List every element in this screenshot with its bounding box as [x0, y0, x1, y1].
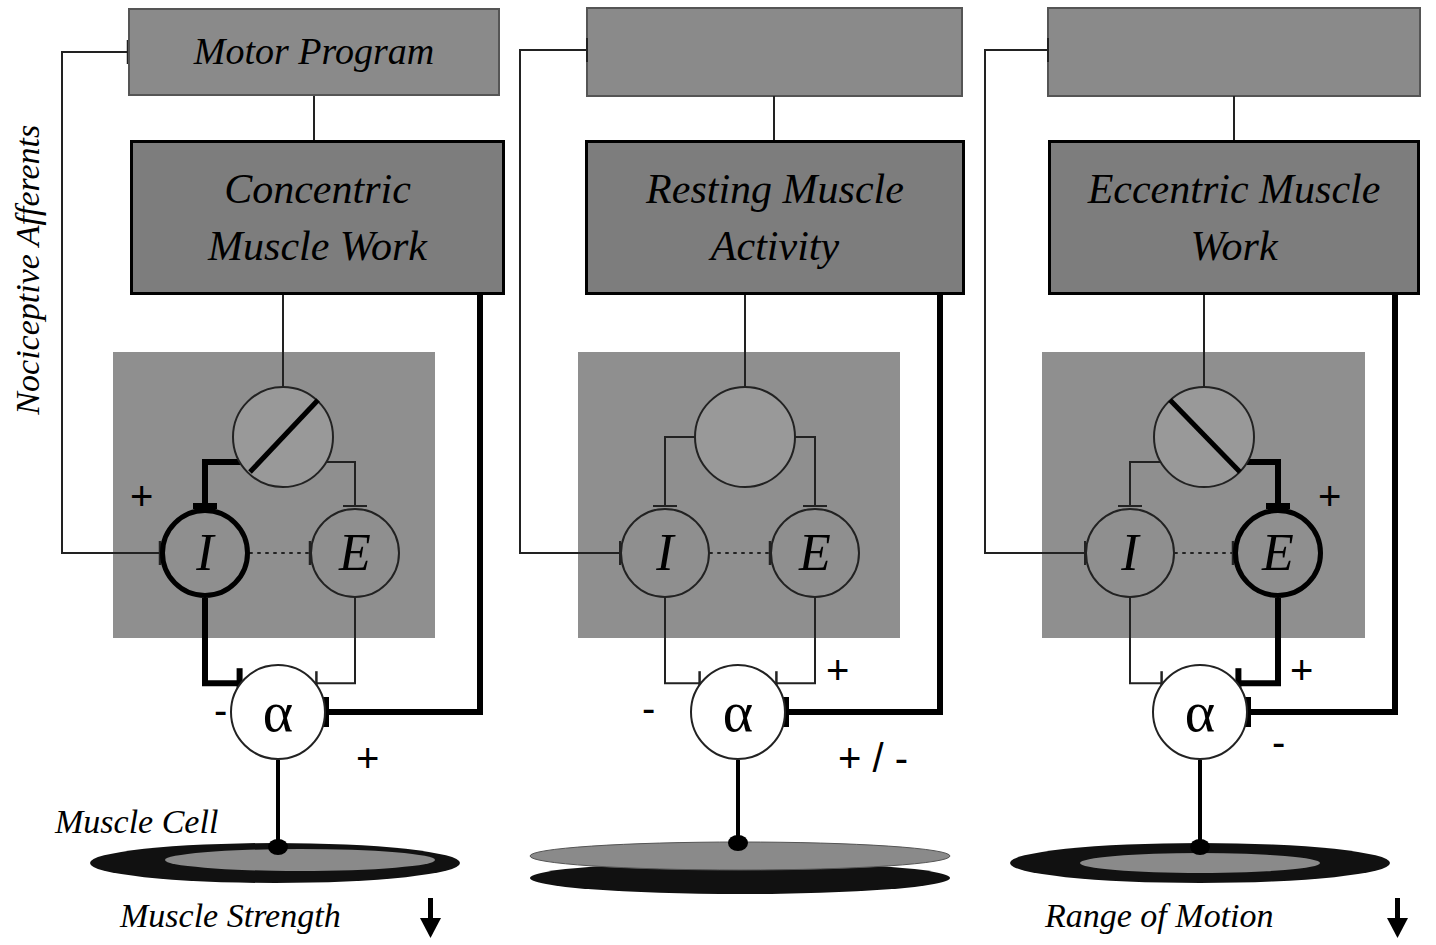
- muscle-cell: [1080, 853, 1320, 873]
- connector: [1130, 598, 1162, 695]
- program-box: Motor Program: [128, 8, 500, 96]
- node-text: I: [656, 527, 673, 579]
- node-text: α: [1185, 683, 1215, 741]
- connector: [62, 40, 160, 565]
- node-text: Motor Program: [194, 31, 434, 73]
- endplate: [268, 839, 288, 855]
- connector: [1175, 541, 1233, 565]
- motoneuron: α: [230, 664, 326, 760]
- work-box: Concentric Muscle Work: [130, 140, 505, 295]
- sign-label: +: [1318, 476, 1341, 516]
- spinal-panel: [578, 352, 900, 638]
- connector: [776, 598, 815, 695]
- work-box: Resting Muscle Activity: [585, 140, 965, 295]
- wires: [193, 38, 1290, 565]
- connector-line: [62, 52, 160, 553]
- interneuron: I: [1085, 508, 1175, 598]
- work-box: Eccentric Muscle Work: [1048, 140, 1420, 295]
- program-box: [1048, 8, 1420, 96]
- connector: [665, 598, 700, 695]
- sign-label: + / -: [838, 738, 908, 778]
- node-text: I: [1121, 527, 1138, 579]
- endplate: [1190, 839, 1210, 855]
- interneuron: I: [160, 508, 250, 598]
- decrease-arrow: [420, 898, 1408, 938]
- node-text: Resting Muscle Activity: [625, 161, 925, 274]
- connector-line: [250, 552, 310, 554]
- connector-line: [665, 598, 700, 683]
- connector-line: [710, 552, 770, 554]
- interneuron: E: [1233, 508, 1323, 598]
- connector: [314, 96, 315, 140]
- comparator-circle: [1154, 387, 1254, 487]
- spinal-panel: [1042, 352, 1365, 638]
- connector-line: [1175, 552, 1233, 554]
- sign-label: -: [214, 690, 227, 730]
- interneuron: E: [310, 508, 400, 598]
- node-text: α: [263, 683, 293, 741]
- spinal-panel: [113, 352, 435, 638]
- program-box: [587, 8, 962, 96]
- connector-line: [326, 295, 480, 712]
- comparator-slash: [1170, 400, 1240, 472]
- connector: [1238, 598, 1278, 698]
- sign-label: -: [642, 688, 655, 728]
- connector-line: [205, 598, 240, 683]
- axon: [278, 760, 1200, 845]
- sign-label: +: [826, 650, 849, 690]
- node-text: I: [196, 527, 213, 579]
- node-text: E: [339, 527, 371, 579]
- text-label: Range of Motion: [1045, 897, 1274, 934]
- sign-label: +: [356, 738, 379, 778]
- connector: [205, 598, 240, 698]
- connector-line: [776, 598, 815, 683]
- node-text: Concentric Muscle Work: [168, 161, 468, 274]
- text-label: Muscle Cell: [55, 803, 218, 840]
- motoneuron: α: [690, 664, 786, 760]
- text-label: Muscle Strength: [120, 897, 341, 934]
- connector-line: [1248, 295, 1395, 712]
- node-text: E: [1262, 527, 1294, 579]
- comparator-circle: [695, 387, 795, 487]
- node-text: α: [723, 683, 753, 741]
- connector-line: [313, 96, 315, 140]
- comparator-slash: [250, 400, 318, 472]
- text-label: Nociceptive Afferents: [9, 125, 46, 415]
- connector: [710, 541, 770, 565]
- connector-line: [316, 598, 355, 683]
- connector: [316, 598, 355, 695]
- endplate: [728, 835, 748, 851]
- connector-line: [1130, 598, 1162, 683]
- connector-line: [786, 295, 940, 712]
- motoneuron: α: [1152, 664, 1248, 760]
- interneuron: I: [620, 508, 710, 598]
- interneuron: E: [770, 508, 860, 598]
- sign-label: +: [1290, 650, 1313, 690]
- muscle-cell: [165, 849, 435, 871]
- sign-label: +: [130, 476, 153, 516]
- connector: [250, 541, 310, 565]
- node-text: Eccentric Muscle Work: [1084, 161, 1384, 274]
- connector-line: [1238, 598, 1278, 683]
- node-text: E: [799, 527, 831, 579]
- comparator-circle: [233, 387, 333, 487]
- sign-label: -: [1272, 722, 1285, 762]
